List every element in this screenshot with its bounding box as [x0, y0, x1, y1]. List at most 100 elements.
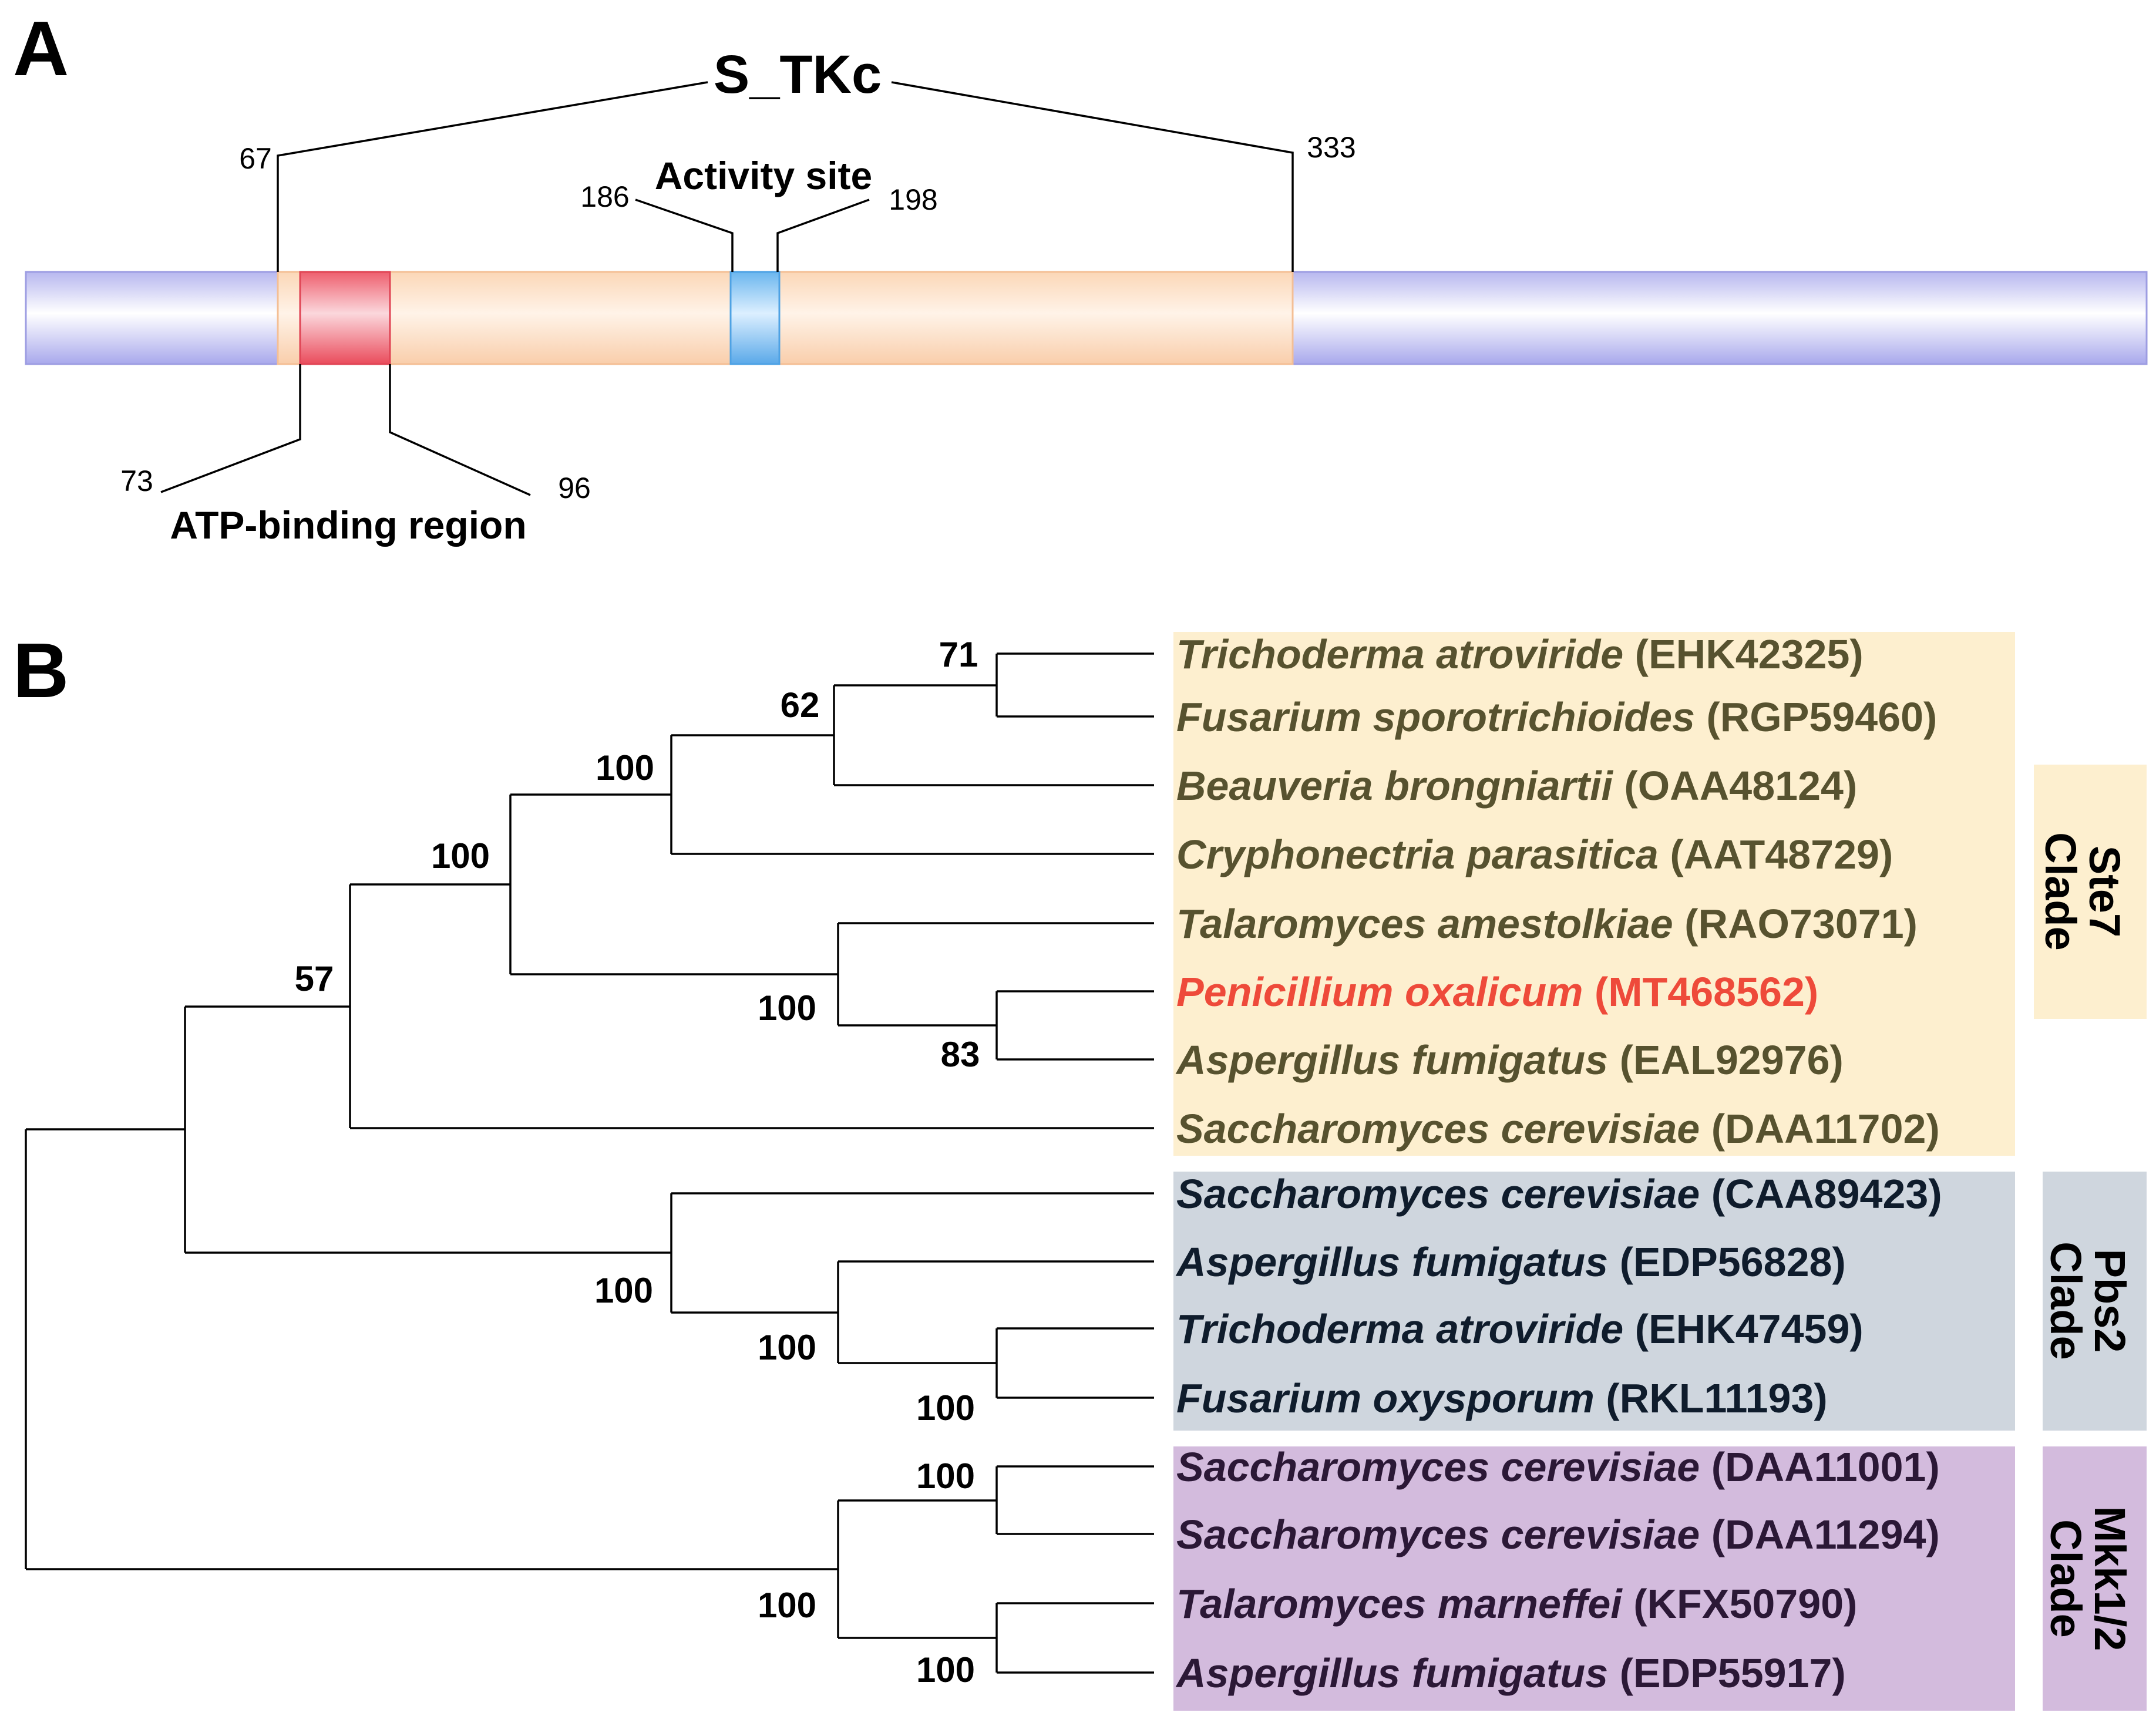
- panel-b: B: [13, 627, 2147, 1711]
- taxon-label: Cryphonectria parasitica (AAT48729): [1176, 832, 1893, 877]
- phylogenetic-tree: [25, 652, 1154, 1674]
- pbs2-clade-label-line1: Pbs2: [2086, 1249, 2134, 1353]
- activity-site-bar: [729, 271, 781, 365]
- bootstrap-value: 100: [916, 1388, 975, 1428]
- accession-number: (DAA11702): [1711, 1106, 1940, 1152]
- bootstrap-value: 100: [758, 988, 816, 1028]
- atp-binding-region-bar: [299, 271, 391, 365]
- tree-node: [26, 1007, 186, 1253]
- bootstrap-value: 100: [916, 1456, 975, 1496]
- species-name: Aspergillus fumigatus: [1175, 1037, 1608, 1083]
- taxon-label: Trichoderma atroviride (EHK47459): [1176, 1306, 1864, 1352]
- tree-node: [671, 1261, 839, 1363]
- accession-number: (CAA89423): [1711, 1171, 1942, 1217]
- tree-node: [510, 735, 672, 854]
- species-name: Aspergillus fumigatus: [1175, 1239, 1608, 1285]
- pbs2-clade-taxa-background: [1173, 1172, 2015, 1431]
- bootstrap-value: 100: [758, 1586, 816, 1625]
- taxon-label: Saccharomyces cerevisiae (CAA89423): [1176, 1171, 1942, 1217]
- species-name: Cryphonectria parasitica: [1176, 832, 1659, 877]
- accession-number: (RKL11193): [1606, 1375, 1827, 1421]
- species-name: Talaromyces amestolkiae: [1176, 901, 1673, 947]
- accession-number: (MT468562): [1595, 969, 1818, 1015]
- tree-node: [838, 1603, 998, 1673]
- mkk12-clade-label-box: [2043, 1446, 2147, 1711]
- taxon-label: Beauveria brongniartii (OAA48124): [1176, 763, 1857, 809]
- activity-site-start-number: 186: [580, 180, 629, 213]
- taxon-label: Trichoderma atroviride (EHK42325): [1176, 631, 1864, 677]
- activity-site-connector-left: [635, 198, 734, 272]
- bootstrap-value: 83: [941, 1035, 980, 1074]
- activity-site-connector-right: [776, 198, 870, 272]
- accession-number: (EHK47459): [1635, 1306, 1864, 1352]
- tree-node: [671, 685, 835, 785]
- species-name: Fusarium oxysporum: [1176, 1375, 1595, 1421]
- bootstrap-value: 57: [295, 959, 334, 998]
- ste7-clade-label-box: [2034, 765, 2147, 1019]
- taxon-label: Talaromyces marneffei (KFX50790): [1176, 1581, 1857, 1627]
- accession-number: (KFX50790): [1633, 1581, 1857, 1627]
- bootstrap-value: 100: [596, 748, 654, 788]
- s-tkc-bracket-right: [891, 81, 1294, 272]
- species-name: Beauveria brongniartii: [1176, 763, 1614, 809]
- bootstrap-value: 100: [758, 1328, 816, 1367]
- s-tkc-bracket-left: [277, 81, 708, 272]
- domain-start-number: 67: [239, 142, 272, 175]
- domain-end-number: 333: [1307, 131, 1356, 164]
- tree-node: [185, 1193, 672, 1313]
- tree-node: [185, 884, 351, 1128]
- species-name: Penicillium oxalicum: [1176, 969, 1583, 1015]
- accession-number: (OAA48124): [1624, 763, 1857, 809]
- ste7-clade-label-line2: Clade: [2036, 832, 2085, 951]
- bootstrap-value: 100: [916, 1650, 975, 1690]
- pbs2-clade-label-line2: Clade: [2041, 1241, 2090, 1360]
- activity-site-end-number: 198: [889, 183, 937, 216]
- species-name: Trichoderma atroviride: [1176, 631, 1623, 677]
- pbs2-clade-label-box: [2043, 1172, 2147, 1431]
- panel-a-letter: A: [13, 5, 69, 92]
- atp-region-connector-right: [389, 364, 531, 496]
- species-name: Saccharomyces cerevisiae: [1176, 1444, 1700, 1490]
- taxon-label: Saccharomyces cerevisiae (DAA11001): [1176, 1444, 1940, 1490]
- atp-region-start-number: 73: [120, 465, 153, 497]
- accession-number: (EHK42325): [1635, 631, 1864, 677]
- bootstrap-values: 71 62 100 100 57 100 83 100 100 100 100 …: [295, 635, 980, 1690]
- bootstrap-value: 100: [594, 1271, 653, 1310]
- tree-node: [510, 923, 839, 1025]
- taxon-label: Fusarium oxysporum (RKL11193): [1176, 1375, 1828, 1421]
- taxon-label: Saccharomyces cerevisiae (DAA11294): [1176, 1512, 1940, 1557]
- mkk12-clade-taxa-background: [1173, 1446, 2015, 1711]
- activity-site-label: Activity site: [655, 154, 872, 197]
- bootstrap-value: 62: [781, 685, 820, 725]
- taxon-label: Aspergillus fumigatus (EDP56828): [1175, 1239, 1846, 1285]
- tree-node: [350, 795, 512, 974]
- species-name: Talaromyces marneffei: [1176, 1581, 1623, 1627]
- atp-region-connector-left: [160, 364, 301, 493]
- accession-number: (EDP56828): [1620, 1239, 1846, 1285]
- tree-node: [834, 654, 998, 716]
- s-tkc-label: S_TKc: [714, 45, 882, 105]
- accession-number: (EAL92976): [1620, 1037, 1844, 1083]
- taxon-label: Aspergillus fumigatus (EAL92976): [1175, 1037, 1844, 1083]
- accession-number: (RGP59460): [1706, 694, 1937, 740]
- species-name: Saccharomyces cerevisiae: [1176, 1512, 1700, 1557]
- taxon-label: Penicillium oxalicum (MT468562): [1176, 969, 1818, 1015]
- accession-number: (RAO73071): [1684, 901, 1918, 947]
- tree-node: [838, 991, 998, 1059]
- taxon-label: Saccharomyces cerevisiae (DAA11702): [1176, 1106, 1940, 1152]
- species-name: Fusarium sporotrichioides: [1176, 694, 1695, 740]
- panel-b-letter: B: [13, 627, 69, 714]
- mkk12-clade-label-line2: Clade: [2041, 1519, 2090, 1638]
- tree-node: [838, 1466, 998, 1534]
- atp-binding-region-label: ATP-binding region: [170, 503, 526, 547]
- accession-number: (DAA11294): [1711, 1512, 1940, 1557]
- taxon-labels: Trichoderma atroviride (EHK42325) Fusari…: [1175, 631, 1942, 1696]
- taxon-label: Talaromyces amestolkiae (RAO73071): [1176, 901, 1918, 947]
- panel-a: A S_TKc 67 333 Activity site 186 198 73 …: [13, 5, 2148, 547]
- accession-number: (AAT48729): [1670, 832, 1893, 877]
- species-name: Trichoderma atroviride: [1176, 1306, 1623, 1352]
- s-tkc-domain-bar: [277, 271, 1294, 365]
- ste7-clade-taxa-background: [1173, 632, 2015, 1156]
- atp-region-end-number: 96: [558, 472, 591, 504]
